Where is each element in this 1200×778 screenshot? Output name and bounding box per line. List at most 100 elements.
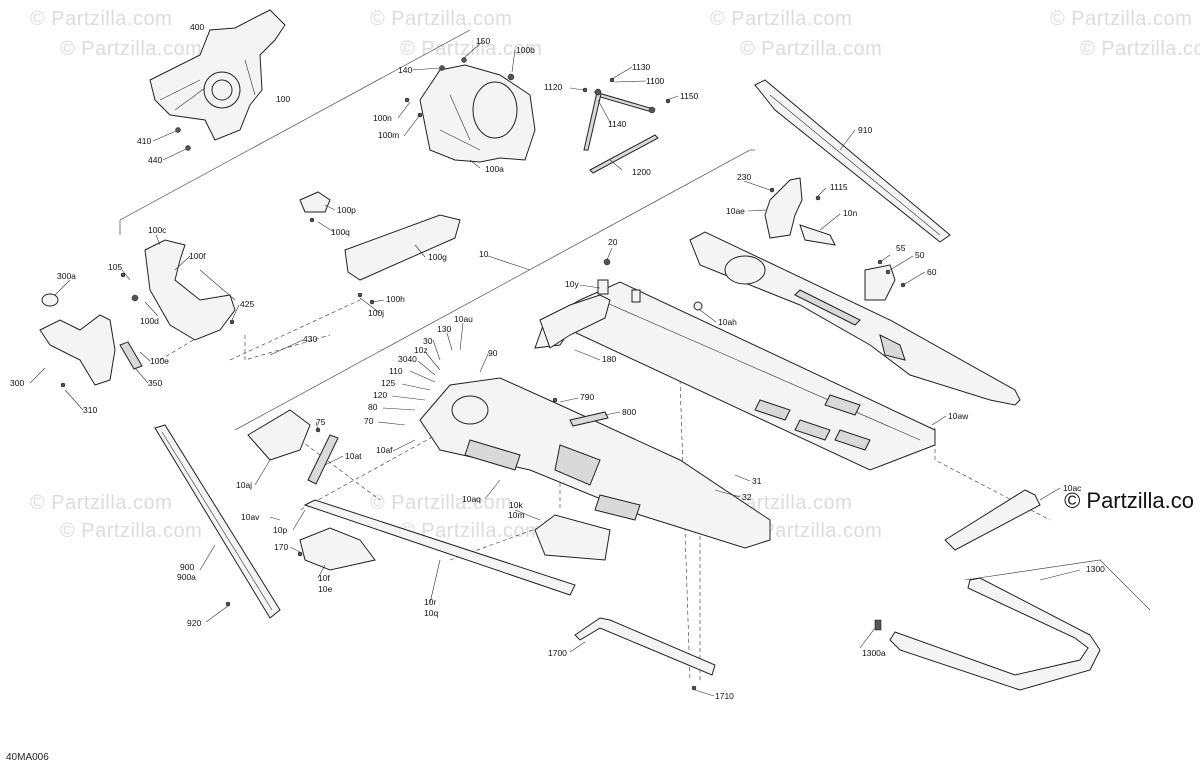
- callout-30: 30: [423, 336, 433, 346]
- callout-100m: 100m: [378, 130, 399, 140]
- callout-10z: 10z: [414, 345, 428, 355]
- callout-100c: 100c: [148, 225, 167, 235]
- callout-100g: 100g: [428, 252, 447, 262]
- callout-100n: 100n: [373, 113, 392, 123]
- callout-10aq: 10aq: [462, 494, 481, 504]
- callout-230: 230: [737, 172, 751, 182]
- callout-440: 440: [148, 155, 162, 165]
- watermark: © Partzilla.com: [30, 8, 173, 30]
- part-1700-rail: [574, 617, 716, 691]
- callout-800: 800: [622, 407, 636, 417]
- callout-1115: 1115: [830, 182, 848, 192]
- callout-10ah: 10ah: [718, 317, 737, 327]
- callout-50: 50: [915, 250, 925, 260]
- callout-140: 140: [398, 65, 412, 75]
- callout-20: 20: [608, 237, 618, 247]
- callout-125: 125: [381, 378, 395, 388]
- callout-1700: 1700: [548, 648, 567, 658]
- callout-100f: 100f: [189, 251, 206, 261]
- callout-300: 300: [10, 378, 24, 388]
- callout-10aj: 10aj: [236, 480, 252, 490]
- part-300-spindle: [39, 293, 116, 388]
- watermark: © Partzilla.com: [400, 38, 543, 60]
- part-900-rail: [154, 424, 281, 619]
- callout-10af: 10af: [376, 445, 393, 455]
- part-100p-cap: [299, 191, 331, 223]
- callout-10ae: 10ae: [726, 206, 745, 216]
- callout-90: 90: [488, 348, 498, 358]
- part-10aj-bracket: [247, 409, 311, 461]
- callout-80: 80: [368, 402, 378, 412]
- callout-1130: 1130: [632, 62, 651, 72]
- callout-100b: 100b: [516, 45, 535, 55]
- callout-10av: 10av: [241, 512, 260, 522]
- assembly-outline-lines: [119, 29, 1151, 681]
- callout-130: 130: [437, 324, 451, 334]
- callout-1710: 1710: [715, 691, 734, 701]
- watermark: © Partzilla.com: [60, 520, 203, 542]
- part-10ac-bar: [944, 489, 1041, 551]
- callout-10y: 10y: [565, 279, 579, 289]
- part-10-tunnel: [534, 258, 936, 471]
- leader-lines: [29, 41, 1081, 697]
- part-100c-bracket: [120, 239, 236, 341]
- part-10ae-bracket: [764, 177, 836, 246]
- part-800-bar: [552, 397, 609, 427]
- callout-100d: 100d: [140, 316, 159, 326]
- part-10aq-left-frame: [419, 377, 771, 549]
- callout-60: 60: [927, 267, 937, 277]
- callout-110: 110: [389, 366, 403, 376]
- callout-300a: 300a: [57, 271, 76, 281]
- watermark: © Partzilla.com: [1080, 38, 1200, 60]
- watermark: © Partzilla.com: [1050, 8, 1193, 30]
- callout-310: 310: [83, 405, 97, 415]
- callout-10au: 10au: [454, 314, 473, 324]
- callout-10: 10: [479, 249, 489, 259]
- watermark: © Partzilla.com: [370, 492, 513, 514]
- part-100g-crossbar: [344, 214, 461, 305]
- part-100a-housing: [404, 57, 536, 163]
- watermark: © Partzilla.com: [400, 520, 543, 542]
- callout-910: 910: [858, 125, 872, 135]
- callout-410: 410: [137, 136, 151, 146]
- callout-100: 100: [276, 94, 290, 104]
- callout-790: 790: [580, 392, 594, 402]
- brand-watermark: © Partzilla.co: [1064, 488, 1194, 513]
- callout-350: 350: [148, 378, 162, 388]
- callout-10p: 10p: [273, 525, 287, 535]
- part-400-upper-bracket: [149, 9, 286, 151]
- callout-1300a: 1300a: [862, 648, 886, 658]
- part-frame-right-side: [689, 231, 1021, 406]
- watermark: © Partzilla.com: [30, 492, 173, 514]
- callout-10n: 10n: [843, 208, 857, 218]
- watermark: © Partzilla.com: [740, 520, 883, 542]
- watermark: © Partzilla.com: [740, 38, 883, 60]
- callout-31: 31: [752, 476, 762, 486]
- callout-1300: 1300: [1086, 564, 1105, 574]
- callout-920: 920: [187, 618, 201, 628]
- part-50-plate: [864, 259, 906, 301]
- part-1300-bumper: [874, 577, 1101, 691]
- callout-1100: 1100: [646, 76, 665, 86]
- part-10k-plate: [534, 514, 611, 561]
- callout-10aw: 10aw: [948, 411, 969, 421]
- callout-75: 75: [316, 417, 326, 427]
- part-10r-bar: [303, 499, 576, 596]
- callout-100q: 100q: [331, 227, 350, 237]
- callout-10ac: 10ac: [1063, 483, 1082, 493]
- part-910-rail: [754, 79, 951, 243]
- callout-10e: 10e: [318, 584, 332, 594]
- callout-1200: 1200: [632, 167, 651, 177]
- callout-10f: 10f: [318, 573, 330, 583]
- callout-10k: 10k: [509, 500, 523, 510]
- watermark: © Partzilla.com: [60, 38, 203, 60]
- part-10f-plate: [297, 527, 376, 571]
- callout-105: 105: [108, 262, 122, 272]
- callout-3040: 3040: [398, 354, 417, 364]
- part-1100-1200-rods: [582, 77, 671, 174]
- part-10y-tunnel-front: [539, 279, 641, 349]
- callout-1140: 1140: [608, 119, 627, 129]
- callout-100j: 100j: [368, 308, 384, 318]
